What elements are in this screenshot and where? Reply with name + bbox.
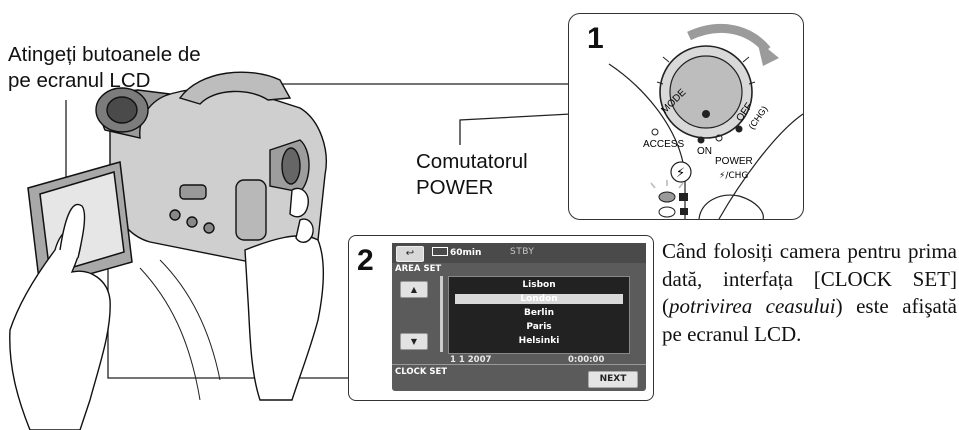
city-item[interactable]: Berlin: [449, 308, 629, 318]
power-switch-caption: Comutatorul POWER: [416, 149, 528, 201]
touch-buttons-caption: Atingeți butoanele de pe ecranul LCD: [8, 42, 201, 94]
next-button[interactable]: NEXT: [588, 371, 638, 388]
rotate-arrow-head-icon: [757, 40, 779, 66]
area-set-label: AREA SET: [395, 264, 441, 274]
power-label: POWER: [715, 156, 753, 167]
battery-icon: [432, 247, 448, 256]
divider: [392, 364, 646, 365]
step1-panel: MODE ACCESS ON POWER OFF (CHG) ⚡/CHG ⚡ 1: [568, 13, 804, 220]
on-label: ON: [697, 146, 712, 157]
svg-text:⚡: ⚡: [676, 166, 685, 181]
camera-icon: [680, 208, 688, 215]
power-caption-line-2: POWER: [416, 175, 528, 201]
city-list: Lisbon London Berlin Paris Helsinki: [448, 276, 630, 354]
battery-indicator: 60min: [432, 247, 481, 258]
photo-lamp-icon: [659, 207, 675, 217]
power-dial-drawing: MODE ACCESS ON POWER OFF (CHG) ⚡/CHG ⚡: [569, 14, 803, 219]
step1-leader-line: [276, 84, 568, 110]
touch-caption-line-2: pe ecranul LCD: [8, 68, 201, 94]
clock-set-label: CLOCK SET: [395, 367, 447, 377]
city-item[interactable]: Helsinki: [449, 336, 629, 346]
power-caption-line-1: Comutatorul: [416, 149, 528, 175]
description-text: Când folosiți camera pentru prima dată, …: [662, 238, 957, 348]
city-item[interactable]: Lisbon: [449, 280, 629, 290]
scroll-up-button[interactable]: ▲: [400, 281, 428, 298]
standby-status: STBY: [510, 247, 534, 257]
movie-lamp-icon: [659, 192, 675, 202]
back-button[interactable]: ↩: [396, 246, 424, 262]
description-italic: potrivirea ceasului: [669, 294, 836, 318]
flash-chg-label: ⚡/CHG: [719, 171, 748, 181]
access-label: ACCESS: [643, 139, 684, 150]
lcd-screen: ↩ 60min STBY AREA SET ▲ ▼ Lisbon London …: [392, 243, 646, 391]
scrollbar[interactable]: [440, 276, 443, 352]
city-item-selected[interactable]: London: [455, 294, 623, 304]
movie-icon: [679, 193, 688, 201]
battery-minutes: 60min: [450, 248, 481, 258]
step2-number: 2: [357, 244, 374, 278]
step1-number: 1: [587, 22, 604, 56]
scroll-down-button[interactable]: ▼: [400, 333, 428, 350]
city-item[interactable]: Paris: [449, 322, 629, 332]
touch-caption-line-1: Atingeți butoanele de: [8, 42, 201, 68]
